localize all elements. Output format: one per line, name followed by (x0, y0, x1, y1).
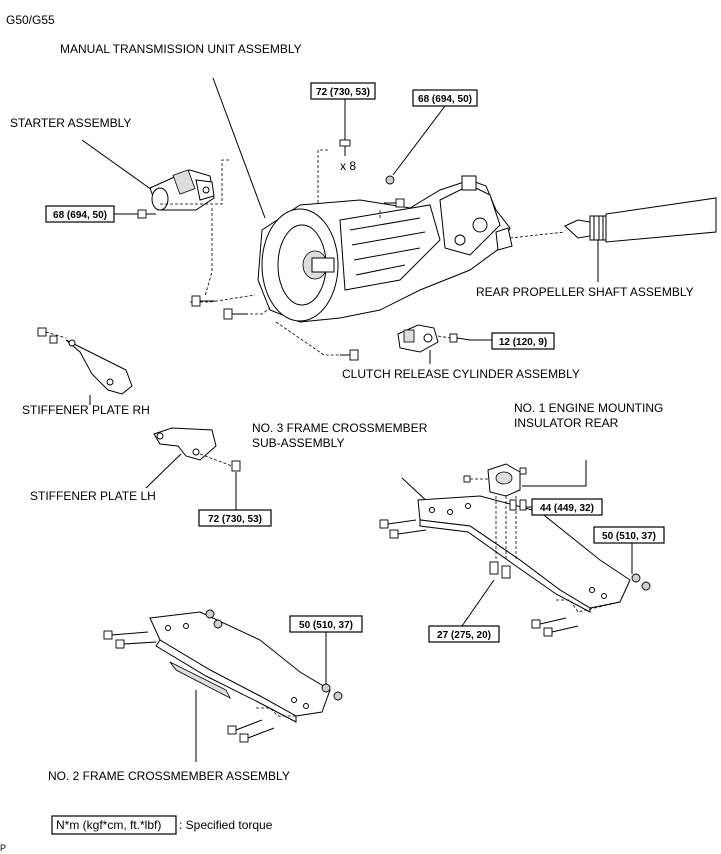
legend-unit: N*m (kgf*cm, ft.*lbf) (56, 818, 161, 832)
torque-box-transmission-top: 72 (730, 53) (310, 82, 376, 100)
stiffener-plate-lh (153, 427, 217, 461)
torque-box-no3-right: 50 (510, 37) (593, 526, 665, 544)
label-transmission: MANUAL TRANSMISSION UNIT ASSEMBLY (60, 42, 302, 56)
label-no3-line2: SUB-ASSEMBLY (252, 436, 344, 450)
starter-bolt (137, 209, 156, 219)
label-propeller: REAR PROPELLER SHAFT ASSEMBLY (476, 285, 694, 299)
no2-hardware (103, 609, 343, 743)
label-stiffener-rh: STIFFENER PLATE RH (22, 403, 150, 417)
no2-frame-crossmember (149, 611, 331, 723)
stiffener-plate-rh (65, 339, 133, 395)
trans-bolt-left-2 (223, 308, 248, 320)
torque-box-no2: 50 (510, 37) (289, 615, 363, 633)
nut-rear (385, 175, 395, 185)
label-starter: STARTER ASSEMBLY (10, 116, 131, 130)
no3-bolts-left (379, 519, 427, 539)
propeller-shaft (564, 197, 717, 243)
legend: N*m (kgf*cm, ft.*lbf) : Specified torque (51, 815, 273, 835)
clutch-bolt (449, 333, 471, 343)
label-clutch-cylinder: CLUTCH RELEASE CYLINDER ASSEMBLY (342, 367, 580, 381)
label-mount-line2: INSULATOR REAR (514, 416, 619, 430)
svg-text:50 (510, 37): 50 (510, 37) (299, 620, 353, 631)
svg-text:68 (694, 50): 68 (694, 50) (418, 94, 472, 105)
model-label: G50/G55 (6, 13, 55, 27)
trans-bolt-bottom (340, 349, 359, 361)
svg-text:44 (449, 32): 44 (449, 32) (540, 503, 594, 514)
label-no3-line1: NO. 3 FRAME CROSSMEMBER (252, 421, 428, 435)
corner-mark: P (0, 843, 6, 853)
svg-text:68 (694, 50): 68 (694, 50) (53, 210, 107, 221)
bolt-top (339, 139, 351, 156)
torque-box-starter: 68 (694, 50) (45, 205, 115, 223)
clutch-release-cylinder (397, 324, 439, 353)
legend-text: : Specified torque (179, 818, 273, 832)
stiffener-rh-bolts (37, 327, 67, 344)
trans-bolt-rear-2 (384, 198, 405, 208)
stiffener-lh-bolt (231, 460, 241, 472)
leader-starter (81, 139, 153, 191)
svg-text:27 (275, 20): 27 (275, 20) (437, 630, 491, 641)
mount-studs (489, 496, 527, 579)
svg-text:50 (510, 37): 50 (510, 37) (602, 531, 656, 542)
quantity-label: x 8 (340, 159, 356, 173)
torque-box-mount: 44 (449, 32) (531, 498, 603, 516)
leader-transmission (212, 77, 266, 219)
torque-box-clutch: 12 (120, 9) (491, 332, 555, 350)
no3-frame-crossmember (417, 495, 631, 613)
svg-text:12 (120, 9): 12 (120, 9) (499, 337, 547, 348)
engine-mounting-insulator (463, 463, 527, 497)
trans-bolt-left-1 (191, 295, 215, 307)
svg-text:72 (730, 53): 72 (730, 53) (208, 514, 262, 525)
label-stiffener-lh: STIFFENER PLATE LH (30, 489, 156, 503)
transmission-assembly (257, 175, 513, 323)
no3-hardware-right (531, 573, 651, 637)
torque-box-transmission-rear: 68 (694, 50) (412, 89, 478, 107)
torque-box-no3-bottom: 27 (275, 20) (428, 625, 500, 643)
torque-box-stiffener-lh: 72 (730, 53) (198, 509, 272, 527)
legend-box (51, 815, 177, 835)
label-no2-crossmember: NO. 2 FRAME CROSSMEMBER ASSEMBLY (48, 769, 290, 783)
label-mount-line1: NO. 1 ENGINE MOUNTING (514, 401, 663, 415)
svg-text:72 (730, 53): 72 (730, 53) (316, 87, 370, 98)
starter-assembly (149, 169, 215, 211)
